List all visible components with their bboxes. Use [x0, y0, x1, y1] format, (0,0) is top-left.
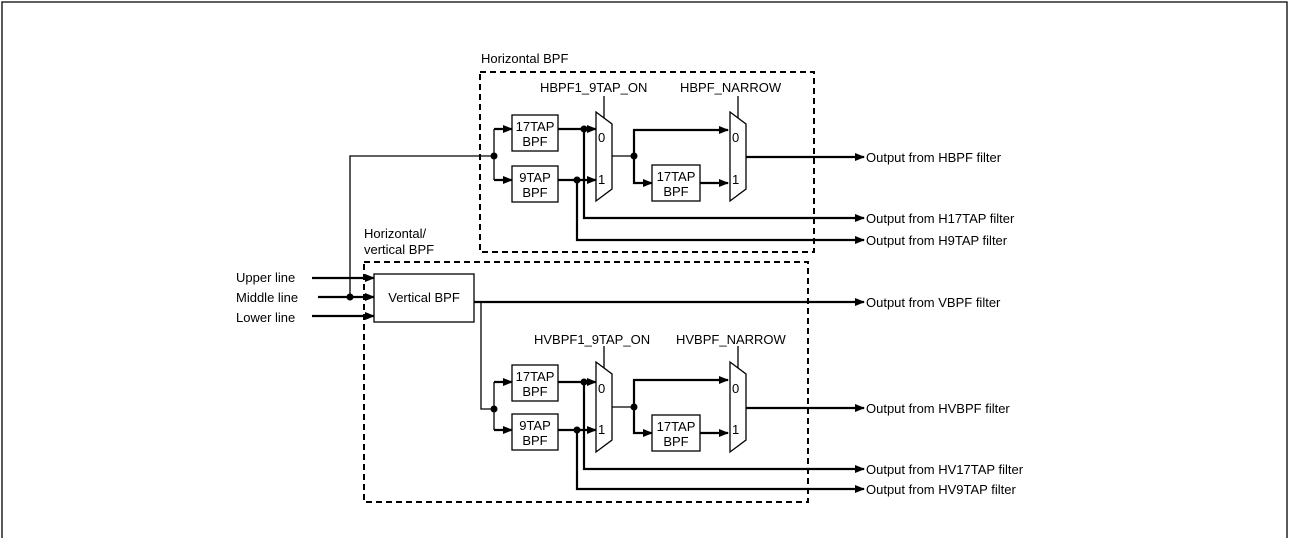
hvbpf1-mux-in0: 0	[598, 381, 605, 396]
output-hv17tap-label: Output from HV17TAP filter	[866, 462, 1024, 477]
h-9tap-bpf-block: 9TAP BPF	[511, 165, 559, 203]
hv-bpf-label-line1: Horizontal/	[364, 226, 427, 241]
middle-to-hbpf-wire	[349, 155, 494, 297]
output-hbpf-label: Output from HBPF filter	[866, 150, 1002, 165]
horizontal-bpf-group	[479, 71, 815, 253]
hbpf1-9tap-mux	[595, 110, 613, 203]
svg-text:9TAP: 9TAP	[519, 170, 551, 185]
hv-second-17tap-bpf-block: 17TAP BPF	[651, 414, 701, 452]
output-hvbpf-label: Output from HVBPF filter	[866, 401, 1010, 416]
hbpf-narrow-mux-in1: 1	[732, 172, 739, 187]
output-h17tap-label: Output from H17TAP filter	[866, 211, 1015, 226]
svg-text:17TAP: 17TAP	[657, 419, 696, 434]
vertical-bpf-label: Vertical BPF	[388, 290, 460, 305]
vbpf-to-hvbpf-wire	[480, 302, 494, 410]
svg-text:BPF: BPF	[522, 433, 547, 448]
hbpf1-mux-in1: 1	[598, 172, 605, 187]
hv-bpf-label-line2: vertical BPF	[364, 242, 434, 257]
svg-text:BPF: BPF	[522, 185, 547, 200]
hvbpf1-9tap-on-label: HVBPF1_9TAP_ON	[534, 332, 650, 347]
input-lower-label: Lower line	[236, 310, 295, 325]
hvbpf-narrow-mux-in1: 1	[732, 422, 739, 437]
hvbpf1-mux-in1: 1	[598, 422, 605, 437]
hbpf1-9tap-on-label: HBPF1_9TAP_ON	[540, 80, 647, 95]
svg-text:9TAP: 9TAP	[519, 418, 551, 433]
h-second-17tap-bpf-block: 17TAP BPF	[651, 164, 701, 202]
input-middle-label: Middle line	[236, 290, 298, 305]
output-hv9tap-label: Output from HV9TAP filter	[866, 482, 1016, 497]
hv-17tap-bpf-block: 17TAP BPF	[511, 364, 559, 402]
hbpf-narrow-mux-in0: 0	[732, 130, 739, 145]
svg-text:BPF: BPF	[663, 434, 688, 449]
hbpf-narrow-mux	[729, 110, 747, 203]
hv-9tap-bpf-block: 9TAP BPF	[511, 413, 559, 451]
hvbpf1-9tap-mux	[595, 360, 613, 454]
hv17tap-output-wire	[582, 382, 865, 473]
to-second-17tap-wire	[632, 156, 653, 187]
horizontal-bpf-label: Horizontal BPF	[481, 51, 568, 66]
hbpf1-mux-in0: 0	[598, 130, 605, 145]
svg-text:17TAP: 17TAP	[516, 119, 555, 134]
h-17tap-bpf-block: 17TAP BPF	[511, 114, 559, 152]
svg-text:17TAP: 17TAP	[516, 369, 555, 384]
hv-bpf-group	[363, 261, 809, 503]
output-h9tap-label: Output from H9TAP filter	[866, 233, 1008, 248]
hv9tap-output-wire	[575, 430, 865, 493]
hvbpf-narrow-mux-in0: 0	[732, 381, 739, 396]
hv-to-second-17tap-wire	[632, 407, 653, 437]
svg-text:BPF: BPF	[522, 384, 547, 399]
svg-text:BPF: BPF	[522, 134, 547, 149]
bypass-to-narrow-mux-wire	[632, 126, 729, 156]
hvbpf-narrow-mux	[729, 360, 747, 454]
hv-bypass-to-narrow-mux-wire	[632, 376, 729, 407]
hvbpf-narrow-label: HVBPF_NARROW	[676, 332, 787, 347]
svg-text:17TAP: 17TAP	[657, 169, 696, 184]
output-vbpf-label: Output from VBPF filter	[866, 295, 1001, 310]
h17tap-output-wire	[582, 129, 865, 222]
vertical-bpf-block	[373, 273, 475, 323]
h9tap-output-wire	[575, 180, 865, 244]
hbpf-narrow-label: HBPF_NARROW	[680, 80, 782, 95]
svg-text:BPF: BPF	[663, 184, 688, 199]
input-upper-label: Upper line	[236, 270, 295, 285]
